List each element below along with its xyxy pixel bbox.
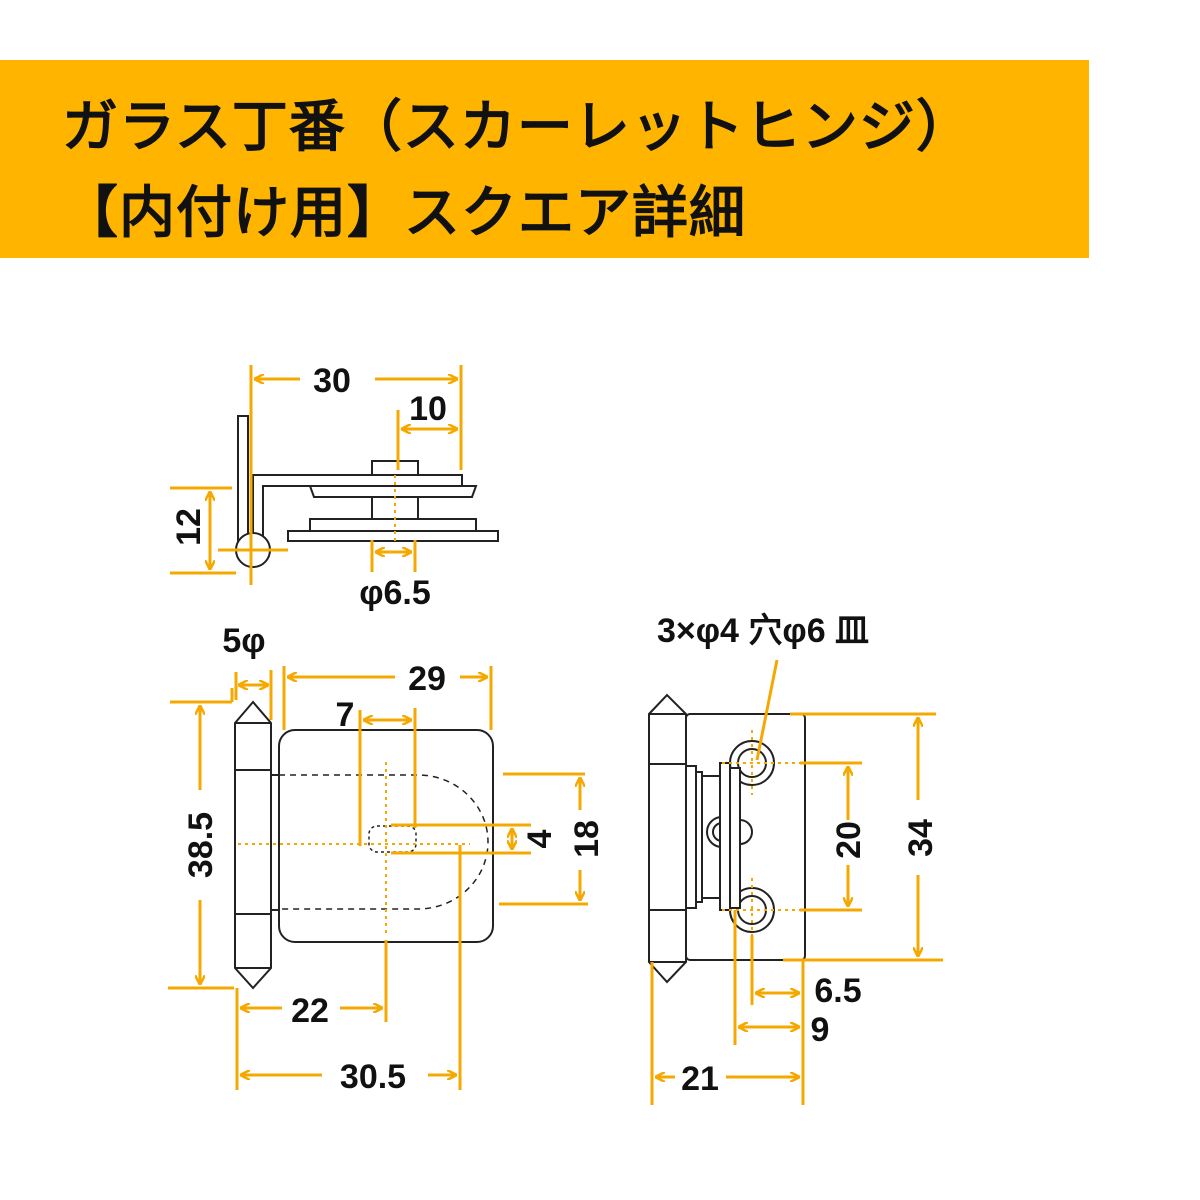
hole-note: 3×φ4 穴φ6 皿 xyxy=(657,612,869,650)
side-view: 30 10 12 φ6.5 xyxy=(170,362,499,612)
side-arm xyxy=(252,474,463,548)
side-base-plate xyxy=(287,530,499,542)
dim-22: 22 xyxy=(291,992,329,1030)
title-banner: ガラス丁番（スカーレットヒンジ） 【内付け用】スクエア詳細 xyxy=(0,60,1089,258)
side-glass-edge xyxy=(237,415,249,547)
hole-note-leader xyxy=(755,659,779,761)
title-line-2: 【内付け用】スクエア詳細 xyxy=(62,181,746,246)
back-knuckle xyxy=(648,693,687,984)
dim-12: 12 xyxy=(170,508,208,546)
dim-29: 29 xyxy=(408,660,446,698)
back-view: 3×φ4 穴φ6 皿 20 34 6.5 9 21 xyxy=(648,612,943,1105)
dim-20: 20 xyxy=(830,821,868,859)
dim-18: 18 xyxy=(568,820,606,858)
front-slot xyxy=(368,825,417,853)
title-line-1: ガラス丁番（スカーレットヒンジ） xyxy=(62,95,973,160)
dim-38-5: 38.5 xyxy=(182,812,220,878)
dim-30-5: 30.5 xyxy=(340,1058,406,1096)
dim-5phi: 5φ xyxy=(222,622,265,660)
dim-phi-6-5: φ6.5 xyxy=(359,574,431,612)
side-pin xyxy=(371,496,419,520)
side-upper-washer xyxy=(308,485,478,498)
front-view: 5φ 29 7 38.5 4 18 22 xyxy=(168,622,606,1096)
side-lower-washer xyxy=(309,518,477,532)
dim-21: 21 xyxy=(681,1060,719,1098)
dim-10: 10 xyxy=(409,390,447,428)
front-clamp-outline xyxy=(279,774,489,910)
dim-6-5: 6.5 xyxy=(814,972,861,1010)
dim-30: 30 xyxy=(313,362,351,400)
dim-34: 34 xyxy=(902,819,940,857)
dim-9: 9 xyxy=(811,1011,830,1049)
dim-4: 4 xyxy=(521,829,559,848)
dim-7: 7 xyxy=(336,696,355,734)
side-cap xyxy=(371,460,419,476)
